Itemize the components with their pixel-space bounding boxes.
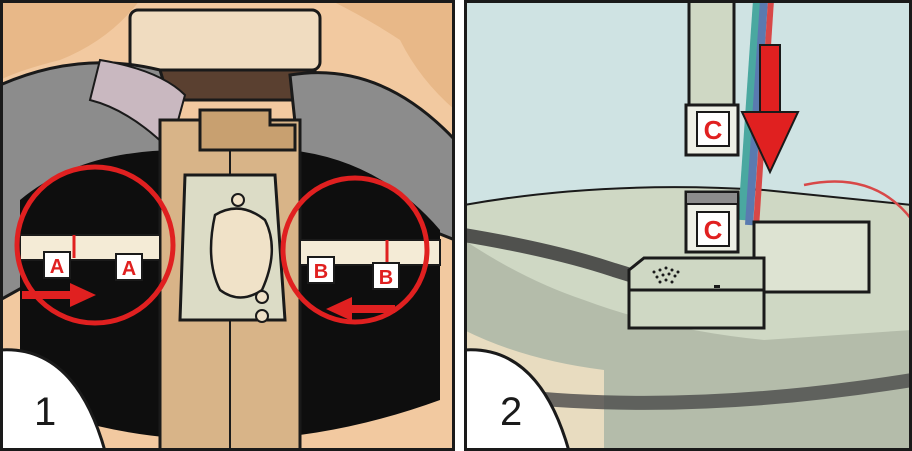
callout-b-1-text: B <box>314 261 328 283</box>
panel-1-illustration: A A B B 1 <box>0 0 455 451</box>
device-indicator <box>714 285 720 288</box>
bracket-hole-1 <box>231 193 245 207</box>
arrow-right-icon <box>22 283 96 307</box>
left-highlight-circle <box>14 164 176 326</box>
right-highlight-circle <box>280 175 430 325</box>
panel-2-illustration: C C 2 <box>464 0 912 451</box>
cable-teal <box>738 0 761 221</box>
device-top <box>627 256 766 292</box>
socket-lip <box>685 191 739 205</box>
device-front <box>627 288 766 330</box>
right-box <box>752 220 871 294</box>
top-cylinder <box>128 8 322 72</box>
speaker-grille-icon <box>652 266 680 284</box>
step-number: 1 <box>34 390 56 434</box>
panel-frame <box>464 0 912 451</box>
callout-a-2-text: A <box>122 258 136 280</box>
left-hair <box>0 0 140 80</box>
top-connector-body <box>687 0 736 107</box>
arrow-left-icon <box>326 297 395 321</box>
callout-b-1: B <box>307 256 335 284</box>
bracket-cutout <box>209 207 274 299</box>
top-plate <box>198 108 297 152</box>
arrow-down-icon <box>740 44 800 175</box>
callout-b-2: B <box>372 262 400 290</box>
step-number: 2 <box>500 390 522 434</box>
callout-b-2-text: B <box>379 267 393 289</box>
panel-frame <box>0 0 455 451</box>
callout-a-2: A <box>115 253 143 281</box>
callout-c-bottom: C <box>696 211 730 247</box>
callout-c-bottom-text: C <box>704 215 723 245</box>
callout-a-1: A <box>43 251 71 279</box>
panel-1: A A B B 1 <box>0 0 455 451</box>
callout-c-top-text: C <box>704 115 723 145</box>
bracket-hole-2 <box>255 290 269 304</box>
red-wire <box>803 180 912 221</box>
callout-a-1-text: A <box>50 256 64 278</box>
callout-c-top: C <box>696 111 730 147</box>
right-hair <box>330 0 455 110</box>
bracket-hole-3 <box>255 309 269 323</box>
panel-2: C C 2 <box>464 0 912 451</box>
